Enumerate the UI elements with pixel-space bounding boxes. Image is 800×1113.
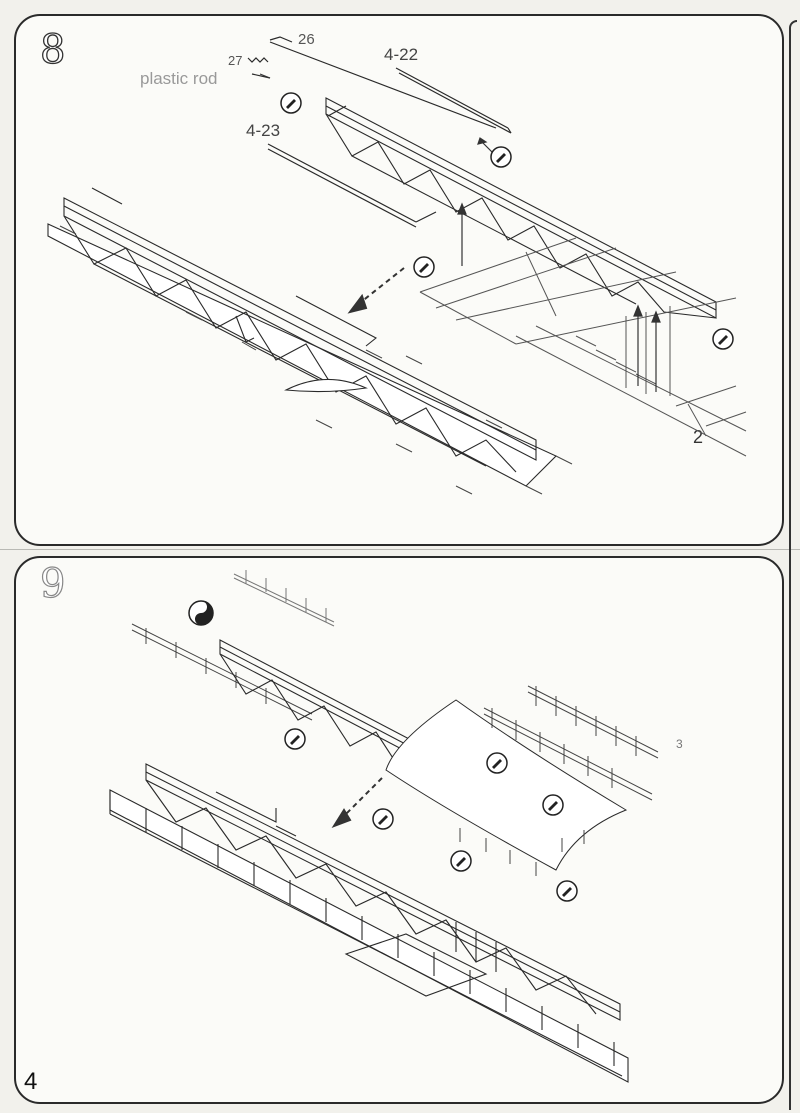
part-26-rod xyxy=(269,41,497,129)
glue-icon xyxy=(490,146,512,173)
glue-icon xyxy=(450,850,472,877)
part-4-23-label: 4-23 xyxy=(246,121,281,140)
assembly-direction-arrow xyxy=(347,267,405,314)
glue-icon xyxy=(556,880,578,907)
plastic-rod-label: plastic rod xyxy=(140,69,218,88)
glue-icon xyxy=(712,328,734,355)
part-3-label: 3 xyxy=(676,737,683,751)
upper-truss-girder xyxy=(325,97,717,319)
adjacent-page-edge xyxy=(789,20,797,1110)
page-fold-line xyxy=(0,549,800,550)
assembly-direction-arrow xyxy=(331,777,383,828)
glue-icon xyxy=(486,752,508,779)
step-8-number: 8 xyxy=(39,27,66,73)
curved-platform xyxy=(385,699,628,871)
part-27-pins xyxy=(247,57,269,63)
step-8-assembly-diagram xyxy=(47,36,747,495)
support-pins xyxy=(459,828,585,876)
part-26-end xyxy=(269,36,293,43)
ground-reference-lines xyxy=(59,225,573,495)
glue-icon xyxy=(280,92,302,119)
placement-arrows xyxy=(259,73,661,392)
part-26-label: 26 xyxy=(298,31,315,48)
glue-icon xyxy=(284,728,306,755)
part-4-23-rail xyxy=(267,143,417,223)
completed-bridge-assembly xyxy=(109,763,629,1083)
railing-part-right xyxy=(483,685,659,801)
step-9-assembly-diagram xyxy=(109,570,659,1083)
step-9-number: 9 xyxy=(39,561,66,607)
glue-icon xyxy=(413,256,435,283)
step-8-panel: 8 26 27 plastic rod 4-22 4-23 2 xyxy=(14,14,784,546)
crossbeam-assembly xyxy=(419,216,747,457)
glue-icon xyxy=(372,808,394,835)
railing-part-left xyxy=(131,623,313,721)
page-number: 4 xyxy=(24,1068,38,1095)
glue-icon xyxy=(542,794,564,821)
part-4-22-rail xyxy=(395,67,509,129)
part-2-label: 2 xyxy=(693,427,704,447)
step-9-panel: 9 3 xyxy=(14,556,784,1104)
part-27-label: 27 xyxy=(228,53,243,68)
yin-yang-icon xyxy=(188,600,214,631)
railing-part-top xyxy=(233,570,335,627)
completed-girder-assembly xyxy=(47,187,557,487)
part-4-22-label: 4-22 xyxy=(384,45,419,64)
